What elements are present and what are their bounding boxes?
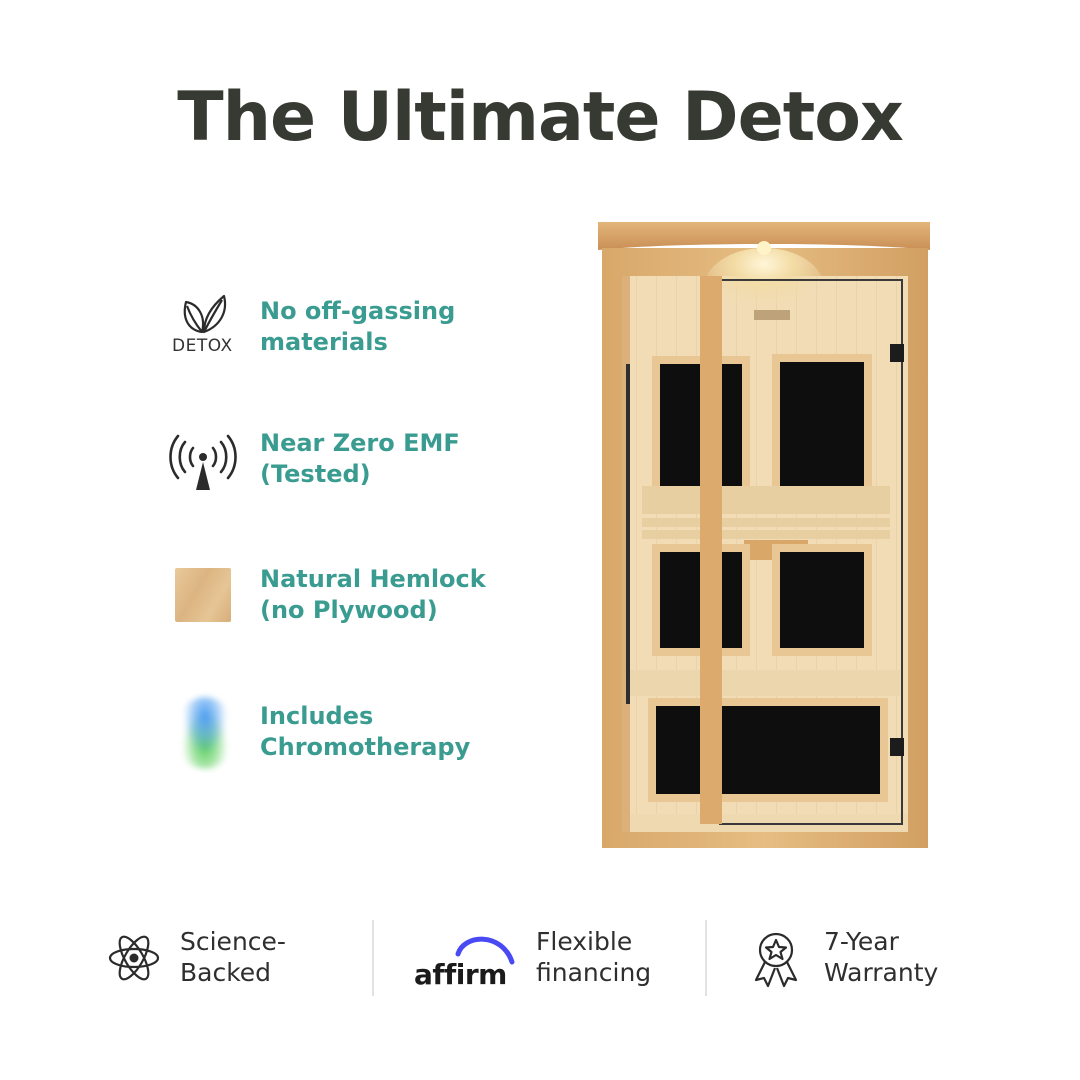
feature-line2: materials [260,328,388,356]
wood-swatch [175,568,231,622]
chromotherapy-light-icon [160,697,248,777]
feature-no-off-gassing: DETOX No off-gassing materials [160,292,540,372]
feature-near-zero-emf: Near Zero EMF (Tested) [160,424,540,504]
feature-line2: (no Plywood) [260,596,438,624]
feature-line2: (Tested) [260,460,371,488]
benefit-flexible-financing: affirm Flexible financing [414,920,684,1000]
detox-label: DETOX [172,336,233,356]
leaf-detox-icon: DETOX [160,292,248,372]
feature-chromotherapy: Includes Chromotherapy [160,697,540,777]
benefit-line1: 7-Year [824,927,899,956]
sauna-product-image [596,218,934,850]
benefit-text: 7-Year Warranty [824,926,938,988]
feature-line2: Chromotherapy [260,733,471,761]
feature-line1: Includes [260,702,374,730]
page-title: The Ultimate Detox [177,78,904,157]
affirm-logo: affirm [414,928,524,991]
benefit-text: Flexible financing [536,926,651,988]
feature-text: Includes Chromotherapy [260,701,550,763]
award-ribbon-icon [748,928,808,988]
feature-text: Near Zero EMF (Tested) [260,428,550,490]
benefit-text: Science- Backed [180,926,286,988]
feature-natural-hemlock: Natural Hemlock (no Plywood) [160,560,540,640]
feature-line1: No off-gassing [260,297,456,325]
benefit-line1: Science- [180,927,286,956]
benefit-line2: Backed [180,958,272,987]
feature-line1: Near Zero EMF [260,429,460,457]
signal-tower-icon [160,424,248,504]
benefit-line2: financing [536,958,652,987]
feature-text: No off-gassing materials [260,296,550,358]
wood-swatch-icon [160,560,248,640]
divider [372,920,374,996]
benefit-line1: Flexible [536,927,633,956]
chromotherapy-glow [174,697,236,769]
feature-text: Natural Hemlock (no Plywood) [260,564,550,626]
benefit-warranty: 7-Year Warranty [748,920,988,1000]
benefit-line2: Warranty [824,958,939,987]
affirm-logo-text: affirm [414,958,507,991]
atom-icon [104,928,164,988]
feature-line1: Natural Hemlock [260,565,486,593]
benefit-science-backed: Science- Backed [104,920,334,1000]
divider [705,920,707,996]
